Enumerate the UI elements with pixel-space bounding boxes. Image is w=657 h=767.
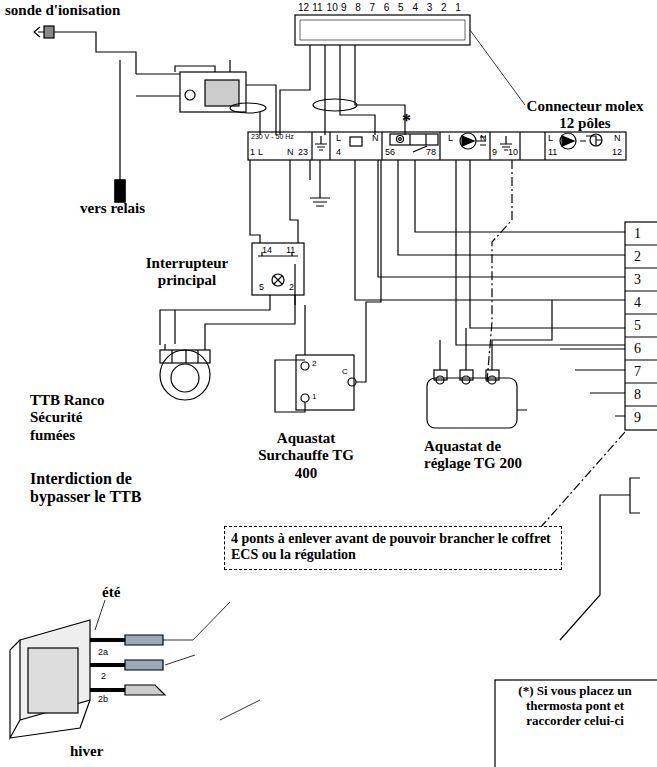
pin-number: 14 bbox=[262, 246, 272, 256]
terminal-number: 5 bbox=[634, 318, 641, 333]
label-text: Connecteur molex 12 pôles bbox=[520, 98, 650, 133]
part-name: vers relais bbox=[80, 200, 145, 217]
pin-number: 2a bbox=[98, 648, 108, 658]
label-text: (*) Si vous placez un thermosta pont et … bbox=[497, 684, 653, 729]
label-text: 4 ponts à enlever avant de pouvoir branc… bbox=[231, 531, 555, 563]
pin-number: 11 bbox=[312, 2, 322, 13]
pin-number: 7 bbox=[370, 2, 376, 13]
component-label: Aquastat Surchauffe TG 400 bbox=[252, 430, 360, 484]
pin-number: 2 bbox=[101, 672, 106, 682]
component-label: Interrupteur principal bbox=[128, 255, 246, 292]
callout-mark: * bbox=[402, 112, 411, 132]
terminal-number: L bbox=[548, 134, 553, 144]
pin-number: 3 bbox=[427, 2, 433, 13]
terminal-number: 12 bbox=[612, 148, 622, 158]
pin-number: 4 bbox=[412, 2, 418, 13]
terminal-number: 1 bbox=[634, 226, 641, 241]
pin-number: 12 bbox=[298, 2, 309, 13]
label-text: Interrupteur principal bbox=[128, 255, 246, 290]
terminal-number: L bbox=[258, 148, 263, 158]
component-label: TTB Ranco Sécurité fumées bbox=[30, 392, 120, 446]
pin-number: 11 bbox=[286, 246, 295, 256]
terminal-number: N bbox=[372, 134, 379, 144]
terminal-number: 78 bbox=[426, 148, 436, 158]
terminal-number: 11 bbox=[548, 148, 557, 158]
terminal-number: 4 bbox=[634, 295, 641, 310]
part-name: sonde d'ionisation bbox=[5, 2, 120, 19]
pin-number: 10 bbox=[327, 2, 338, 13]
note-box: 4 ponts à enlever avant de pouvoir branc… bbox=[224, 526, 562, 570]
terminal-number: 2 bbox=[634, 249, 641, 264]
terminal-number: N bbox=[287, 148, 294, 158]
pin-number: 1 bbox=[455, 2, 461, 13]
pin-number: 8 bbox=[355, 2, 361, 13]
warning-note: Interdiction de bypasser le TTB bbox=[30, 470, 170, 505]
terminal-number: N bbox=[614, 134, 621, 144]
terminal-number: 8 bbox=[634, 387, 641, 402]
component-label: Connecteur molex 12 pôles bbox=[520, 98, 650, 135]
terminal-number: 10 bbox=[508, 148, 518, 158]
note-box: (*) Si vous placez un thermosta pont et … bbox=[497, 684, 653, 731]
label-text: Aquastat de réglage TG 200 bbox=[424, 438, 534, 473]
position-label: été bbox=[102, 584, 120, 601]
terminal-number: 7 bbox=[634, 364, 641, 379]
component-label: Aquastat de réglage TG 200 bbox=[424, 438, 534, 475]
pin-number: 5 bbox=[398, 2, 404, 13]
pin-number: 2b bbox=[98, 695, 108, 705]
pin-number: 2 bbox=[441, 2, 447, 13]
position-label: hiver bbox=[70, 743, 103, 760]
supply-label: 230 V - 50 Hz bbox=[251, 133, 294, 141]
terminal-number: L bbox=[448, 134, 453, 144]
pin-number: 6 bbox=[384, 2, 390, 13]
terminal-number: 9 bbox=[492, 148, 497, 158]
terminal-number: 4 bbox=[336, 148, 341, 158]
pin-number: 5 bbox=[259, 283, 264, 293]
terminal-number: 9 bbox=[634, 410, 641, 425]
terminal-number: 56 bbox=[385, 148, 395, 158]
terminal-number: N bbox=[480, 134, 487, 144]
pin-number: 1 bbox=[312, 393, 316, 402]
terminal-number: 6 bbox=[634, 341, 641, 356]
terminal-number: L bbox=[336, 134, 341, 144]
pin-number: 9 bbox=[341, 2, 347, 13]
pin-number: C bbox=[342, 368, 348, 377]
terminal-number: 1 bbox=[250, 148, 255, 158]
terminal-number: 3 bbox=[634, 272, 641, 287]
pin-number: 2 bbox=[312, 360, 316, 369]
label-text: Aquastat Surchauffe TG 400 bbox=[252, 430, 360, 482]
label-text: TTB Ranco Sécurité fumées bbox=[30, 392, 120, 444]
terminal-number: 23 bbox=[298, 148, 308, 158]
pin-number: 2 bbox=[289, 283, 294, 293]
